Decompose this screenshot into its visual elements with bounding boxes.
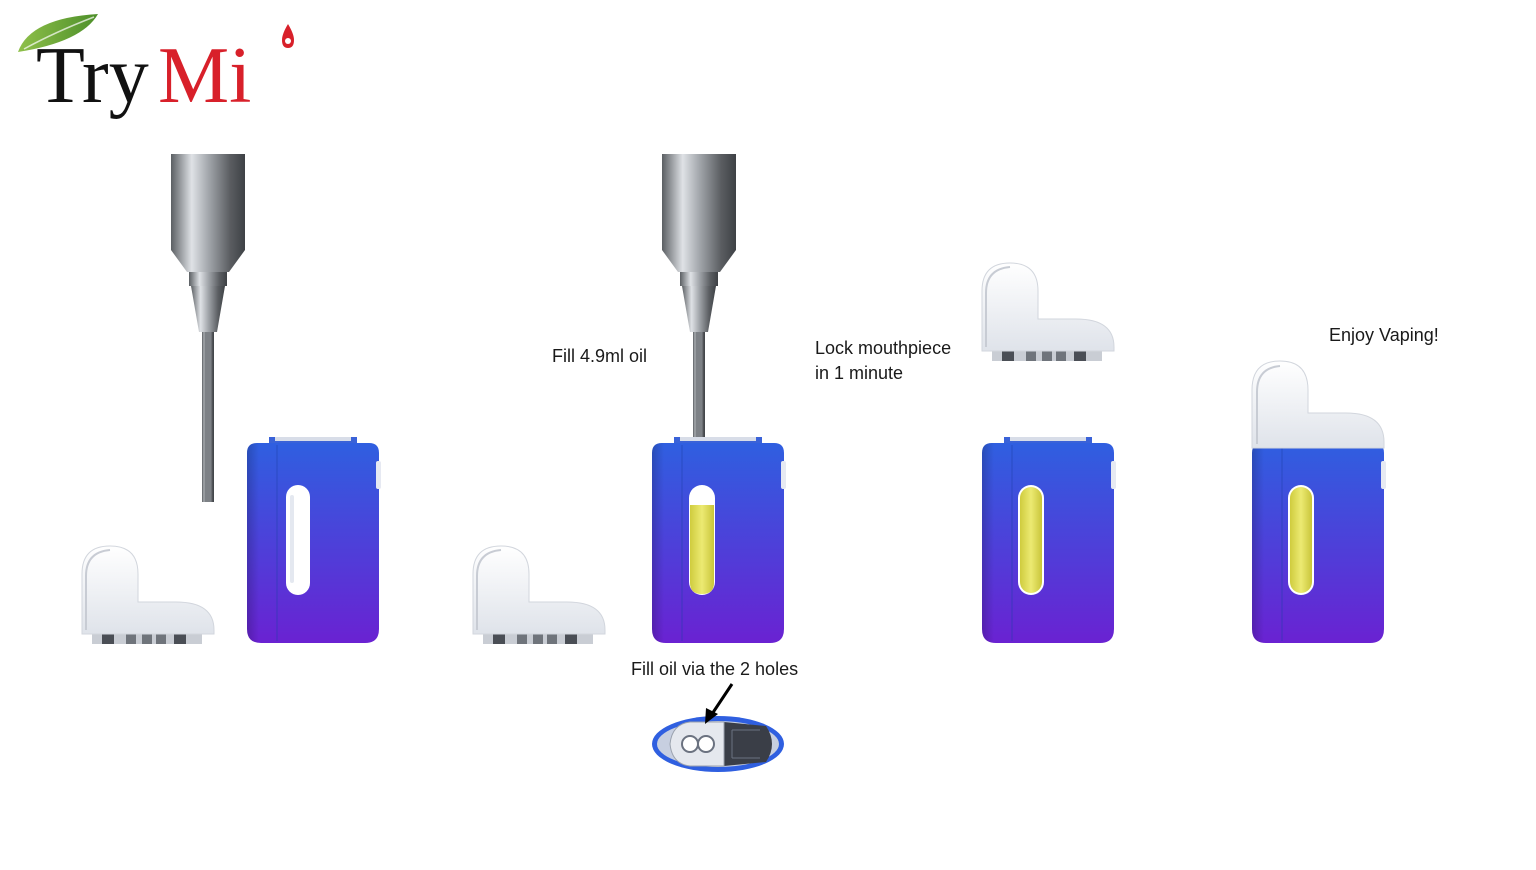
step-3-lock xyxy=(981,262,1117,644)
oil-full xyxy=(1020,487,1042,593)
fill-holes-top-view xyxy=(652,716,784,772)
cartridge-body xyxy=(1251,436,1387,644)
enjoy-vaping-label: Enjoy Vaping! xyxy=(1329,325,1439,345)
window-empty xyxy=(286,485,310,595)
fill-oil-label: Fill 4.9ml oil xyxy=(552,346,648,366)
fill-holes-label: Fill oil via the 2 holes xyxy=(631,659,799,679)
pointer-arrow-icon xyxy=(705,683,734,724)
mouthpiece xyxy=(472,545,606,645)
cartridge-body xyxy=(981,436,1117,644)
cartridge-body xyxy=(246,436,382,644)
syringe-icon xyxy=(171,154,245,502)
mouthpiece-attached xyxy=(1251,360,1385,449)
logo-text-mi: Mi xyxy=(158,32,251,120)
mouthpiece xyxy=(981,262,1115,362)
step-1-unfilled xyxy=(81,154,382,645)
logo-text-try: Try xyxy=(36,32,149,120)
step-4-assembled xyxy=(1251,360,1387,644)
mouthpiece xyxy=(81,545,215,645)
oil-level xyxy=(690,505,714,594)
lock-mouthpiece-label: Lock mouthpiece in 1 minute xyxy=(815,338,952,383)
oil-drop-icon xyxy=(282,24,294,48)
step-2-filling xyxy=(472,154,787,772)
trymi-logo: Try Mi xyxy=(18,14,294,120)
cartridge-body xyxy=(651,436,787,644)
